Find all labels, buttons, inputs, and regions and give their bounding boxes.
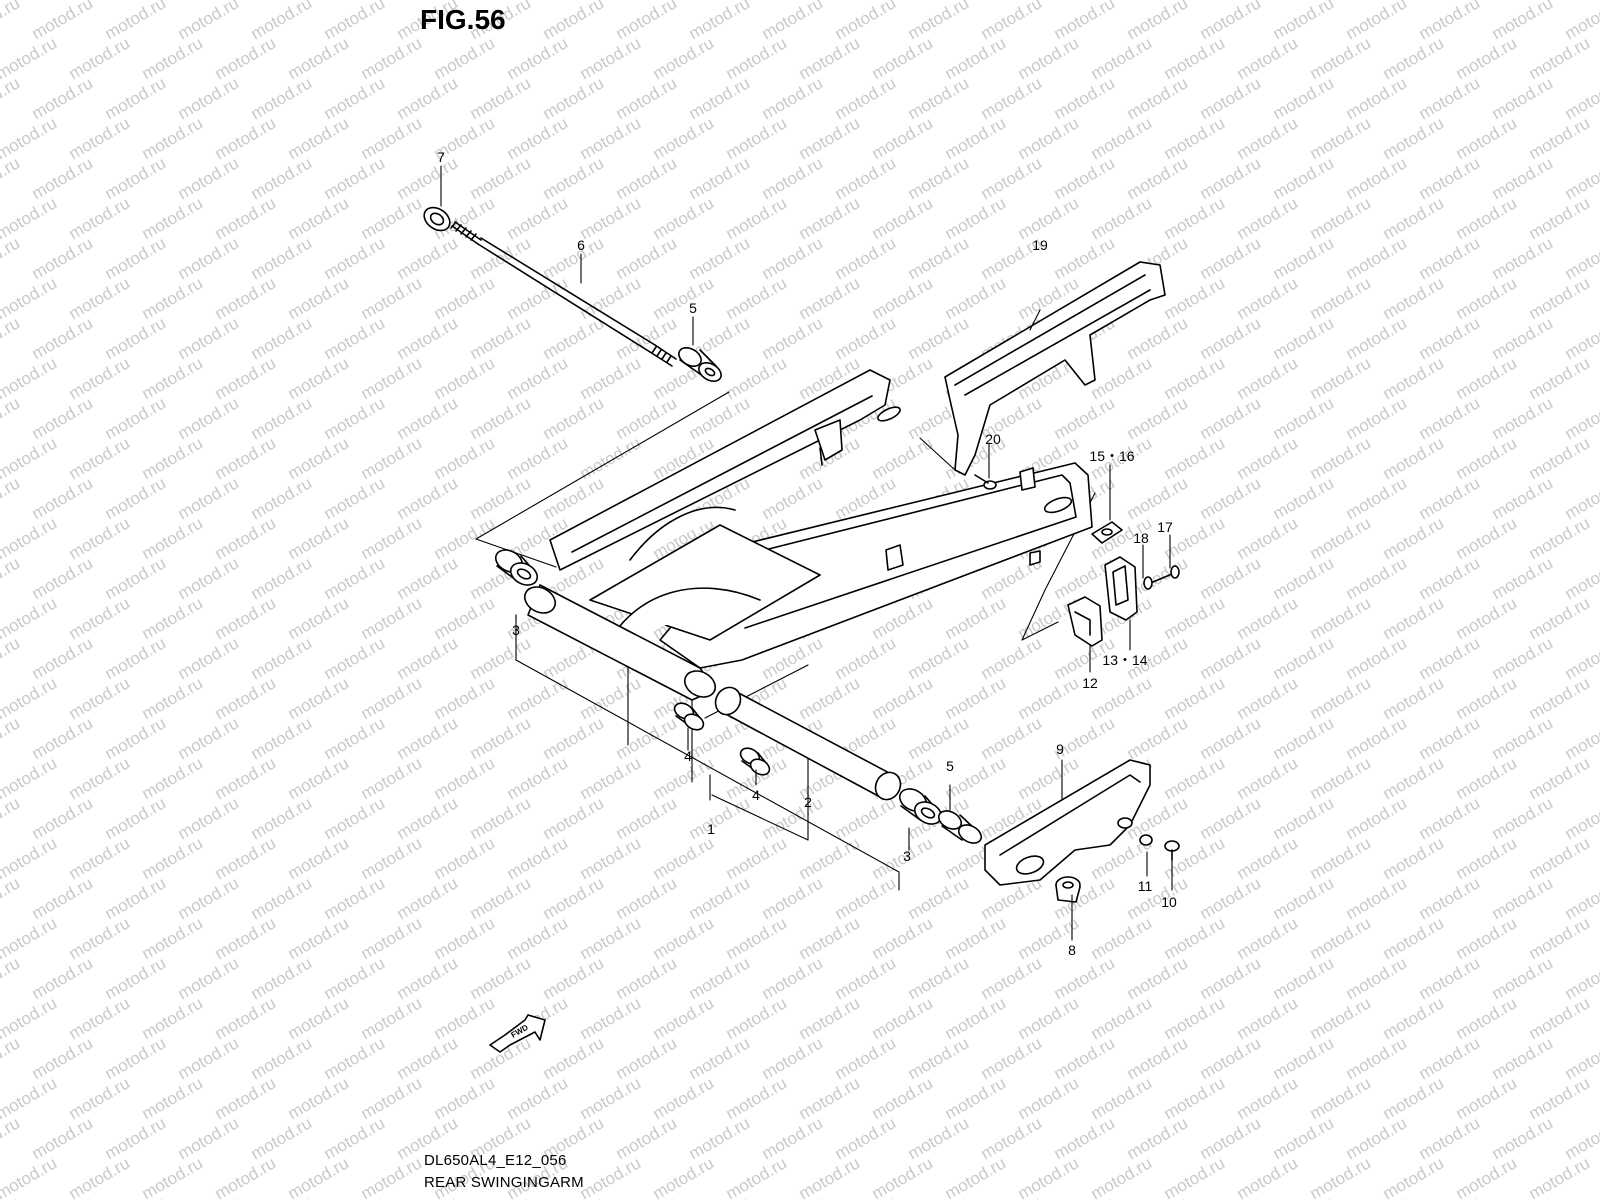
bolt-20: [974, 474, 997, 490]
collar-upper: [678, 347, 722, 382]
callout-1: 1: [707, 821, 715, 837]
callout-4-left: 4: [684, 748, 692, 764]
chain-case-lower: [984, 759, 1151, 886]
callout-8: 8: [1068, 942, 1076, 958]
diagram-code: DL650AL4_E12_056: [424, 1152, 567, 1169]
washer-11: [1139, 834, 1153, 846]
callout-5-upper: 5: [689, 300, 697, 316]
callout-4-right: 4: [752, 787, 760, 803]
callout-20: 20: [985, 431, 1001, 447]
callout-18: 18: [1133, 530, 1149, 546]
callout-7: 7: [437, 149, 445, 165]
chain-guard-upper: [944, 261, 1166, 476]
callout-15-16: 15・16: [1089, 448, 1135, 464]
callout-12: 12: [1082, 675, 1098, 691]
bearing-small-b: [739, 747, 771, 776]
callout-5-lower: 5: [946, 758, 954, 774]
bearing-small-a: [673, 702, 705, 731]
leader-lines: [440, 165, 1173, 941]
callout-17: 17: [1157, 519, 1173, 535]
bolt-10: [1164, 840, 1180, 861]
fwd-arrow-icon: [489, 1014, 546, 1053]
callout-10: 10: [1161, 894, 1177, 910]
callout-13-14: 13・14: [1102, 652, 1148, 668]
swingarm-body: [523, 369, 1093, 701]
pivot-tube: [714, 686, 902, 801]
chain-adjuster: [1067, 521, 1180, 647]
diagram-name: REAR SWINGINGARM: [424, 1174, 584, 1191]
bearing-left: [494, 549, 539, 586]
callout-3-left: 3: [512, 622, 520, 638]
callout-19: 19: [1032, 237, 1048, 253]
callout-3-right: 3: [903, 848, 911, 864]
bearing-right: [898, 788, 943, 825]
nut: [1055, 876, 1081, 903]
pivot-shaft: [423, 206, 677, 367]
callout-9: 9: [1056, 741, 1064, 757]
callout-6: 6: [577, 237, 585, 253]
figure-title: FIG.56: [420, 4, 506, 35]
collar-lower: [937, 810, 983, 844]
callout-2: 2: [804, 794, 812, 810]
callout-11: 11: [1137, 878, 1153, 894]
